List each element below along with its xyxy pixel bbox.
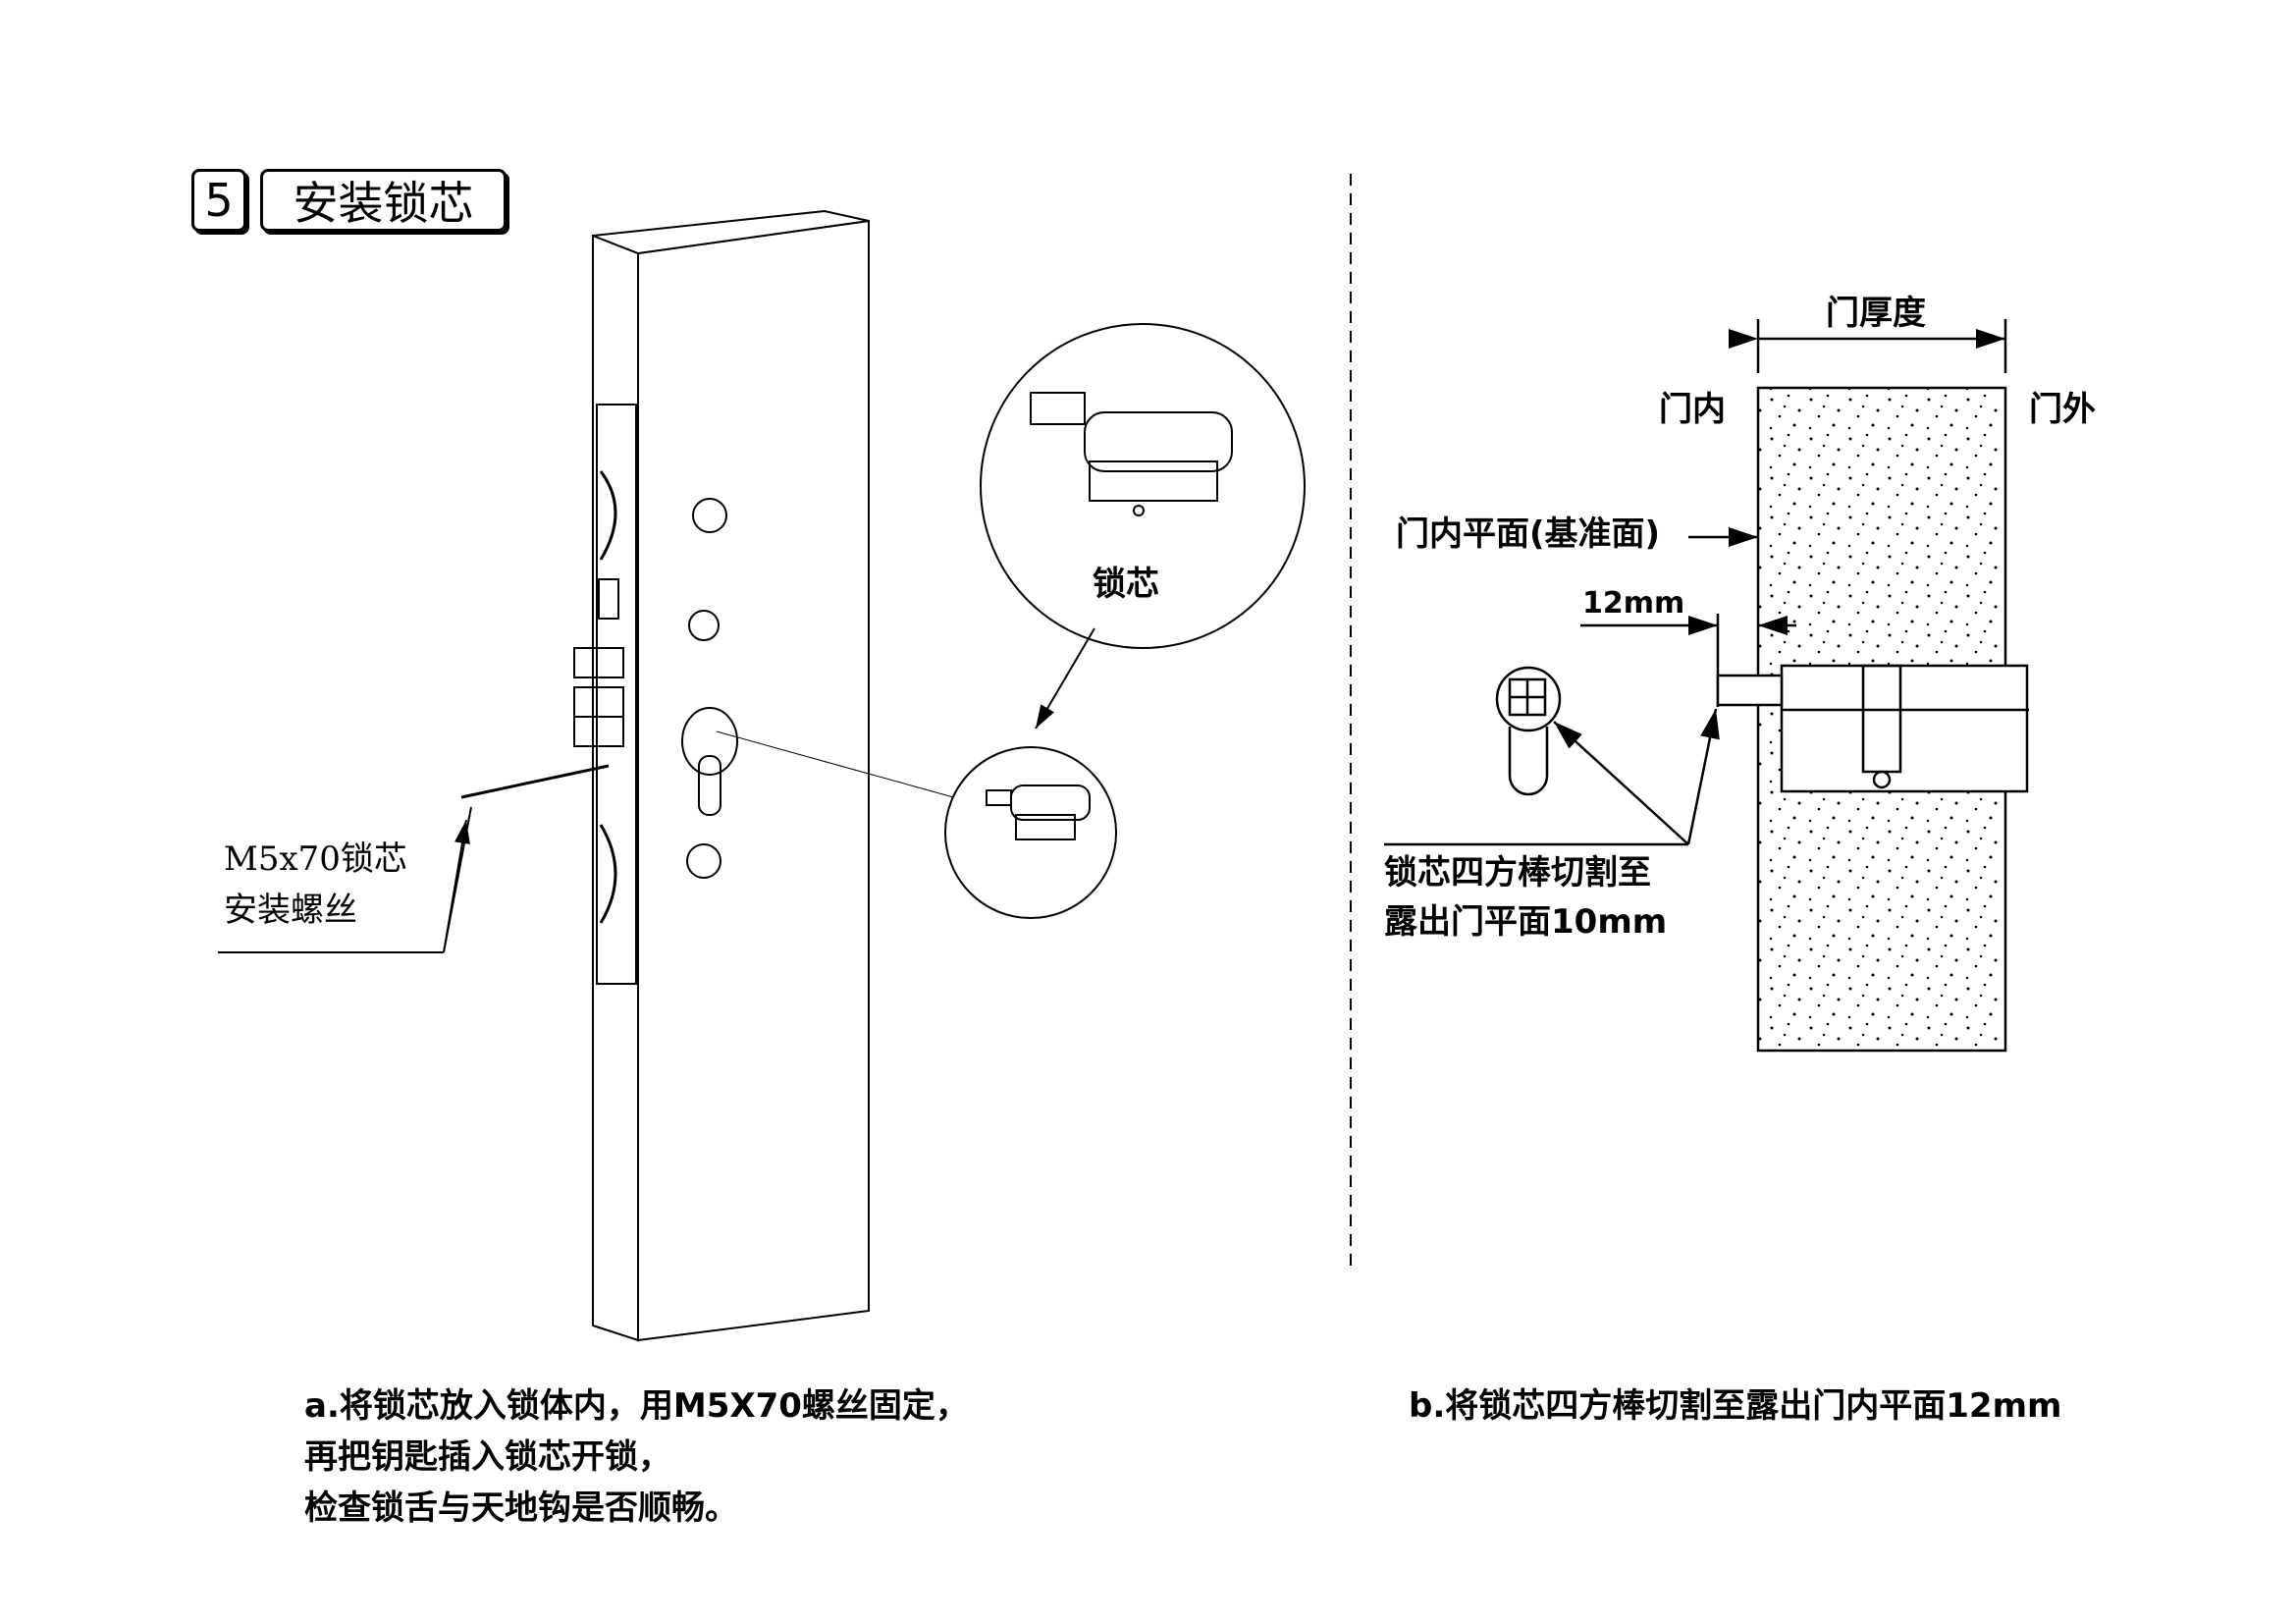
caption-a: a.将锁芯放入锁体内，用M5X70螺丝固定， 再把钥匙插入锁芯开锁， 检查锁舌与… (304, 1380, 969, 1534)
step-title: 安装锁芯 (260, 169, 507, 232)
inside-label: 门内 (1659, 390, 1726, 429)
screw-label-line1: M5x70锁芯 (224, 839, 407, 879)
door-section-drawing (1384, 319, 2029, 1053)
cylinder-detail (218, 323, 1306, 953)
cut-note-line2: 露出门平面10mm (1384, 902, 1668, 942)
caption-a-line3: 检查锁舌与天地钩是否顺畅。 (304, 1488, 738, 1528)
screw-label-line2: 安装螺丝 (224, 891, 357, 930)
door-thickness-label: 门厚度 (1826, 294, 1926, 333)
caption-b: b.将锁芯四方棒切割至露出门内平面12mm (1409, 1386, 2062, 1426)
reference-plane-label: 门内平面(基准面) (1396, 514, 1661, 554)
caption-a-line2: 再把钥匙插入锁芯开锁， (304, 1437, 671, 1477)
cut-note-line1: 锁芯四方棒切割至 (1384, 853, 1651, 893)
cylinder-label: 锁芯 (1093, 565, 1159, 604)
outside-label: 门外 (2029, 390, 2096, 429)
door-drawing (460, 209, 983, 1342)
step-number-badge: 5 (191, 169, 246, 232)
screw (460, 764, 610, 799)
caption-a-line1: a.将锁芯放入锁体内，用M5X70螺丝固定， (304, 1386, 969, 1426)
cylinder-hole (681, 707, 738, 776)
lock-faceplate (596, 404, 637, 985)
offset-label: 12mm (1582, 586, 1685, 621)
